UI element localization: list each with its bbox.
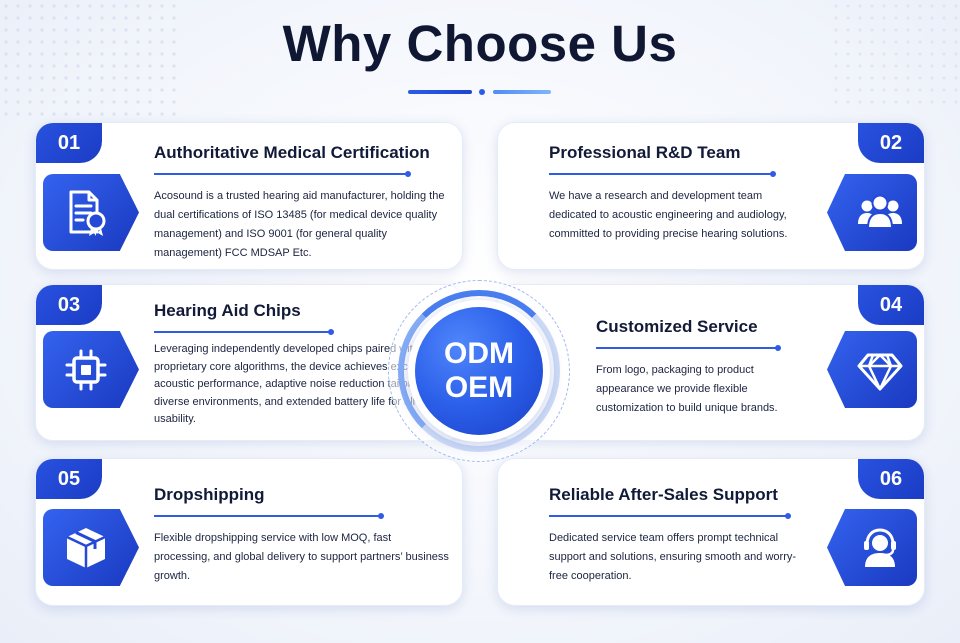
odm-oem-emblem: ODM OEM bbox=[415, 307, 543, 435]
feature-card-dropshipping: 05 Dropshipping Flexible dropshipping se… bbox=[35, 458, 463, 606]
title-rule bbox=[549, 171, 776, 177]
card-icon-badge bbox=[43, 331, 139, 408]
package-box-icon bbox=[66, 528, 106, 568]
emblem-label-oem: OEM bbox=[444, 371, 514, 404]
certificate-icon bbox=[69, 190, 106, 236]
feature-card-certification: 01 Authoritative Medical Certification A… bbox=[35, 122, 463, 270]
emblem-label-odm: ODM bbox=[444, 337, 514, 370]
card-description: Leveraging independently developed chips… bbox=[154, 343, 447, 425]
emblem-progress-ring bbox=[398, 290, 560, 452]
title-rule bbox=[549, 513, 791, 519]
title-rule bbox=[596, 345, 781, 351]
title-underline-dot bbox=[479, 89, 485, 95]
card-description: We have a research and development team … bbox=[549, 190, 788, 240]
card-description: Acosound is a trusted hearing aid manufa… bbox=[154, 190, 445, 259]
title-rule bbox=[154, 513, 384, 519]
feature-card-after-sales: 06 Reliable After-Sales Support Dedicate… bbox=[497, 458, 925, 606]
card-description: Dedicated service team offers prompt tec… bbox=[549, 532, 797, 582]
diamond-icon bbox=[857, 353, 903, 391]
decorative-dot-pattern-right bbox=[830, 0, 960, 110]
decorative-dot-pattern bbox=[0, 0, 180, 120]
title-underline-right bbox=[493, 90, 551, 94]
feature-card-rnd-team: 02 Professional R&D Team We have a resea… bbox=[497, 122, 925, 270]
card-title: Professional R&D Team bbox=[549, 143, 741, 162]
card-title: Authoritative Medical Certification bbox=[154, 143, 430, 162]
card-icon-badge bbox=[43, 174, 139, 251]
card-number: 03 bbox=[36, 285, 102, 325]
card-number: 06 bbox=[858, 459, 924, 499]
headset-support-icon bbox=[864, 528, 896, 567]
card-icon-badge bbox=[827, 331, 917, 408]
page-title: Why Choose Us bbox=[282, 15, 678, 72]
card-icon-badge bbox=[827, 509, 917, 586]
card-title: Hearing Aid Chips bbox=[154, 301, 301, 320]
title-rule bbox=[154, 171, 411, 177]
card-number: 02 bbox=[858, 123, 924, 163]
card-title: Dropshipping bbox=[154, 485, 265, 504]
card-icon-badge bbox=[827, 174, 917, 251]
card-title: Customized Service bbox=[596, 317, 758, 336]
card-description: From logo, packaging to product appearan… bbox=[596, 364, 778, 414]
card-number: 05 bbox=[36, 459, 102, 499]
card-icon-badge bbox=[43, 509, 139, 586]
card-title: Reliable After-Sales Support bbox=[549, 485, 778, 504]
card-number: 04 bbox=[858, 285, 924, 325]
card-description: Flexible dropshipping service with low M… bbox=[154, 532, 449, 582]
card-number: 01 bbox=[36, 123, 102, 163]
title-underline-left bbox=[408, 90, 472, 94]
team-icon bbox=[858, 194, 902, 229]
title-rule bbox=[154, 329, 334, 335]
chip-icon bbox=[65, 349, 107, 391]
